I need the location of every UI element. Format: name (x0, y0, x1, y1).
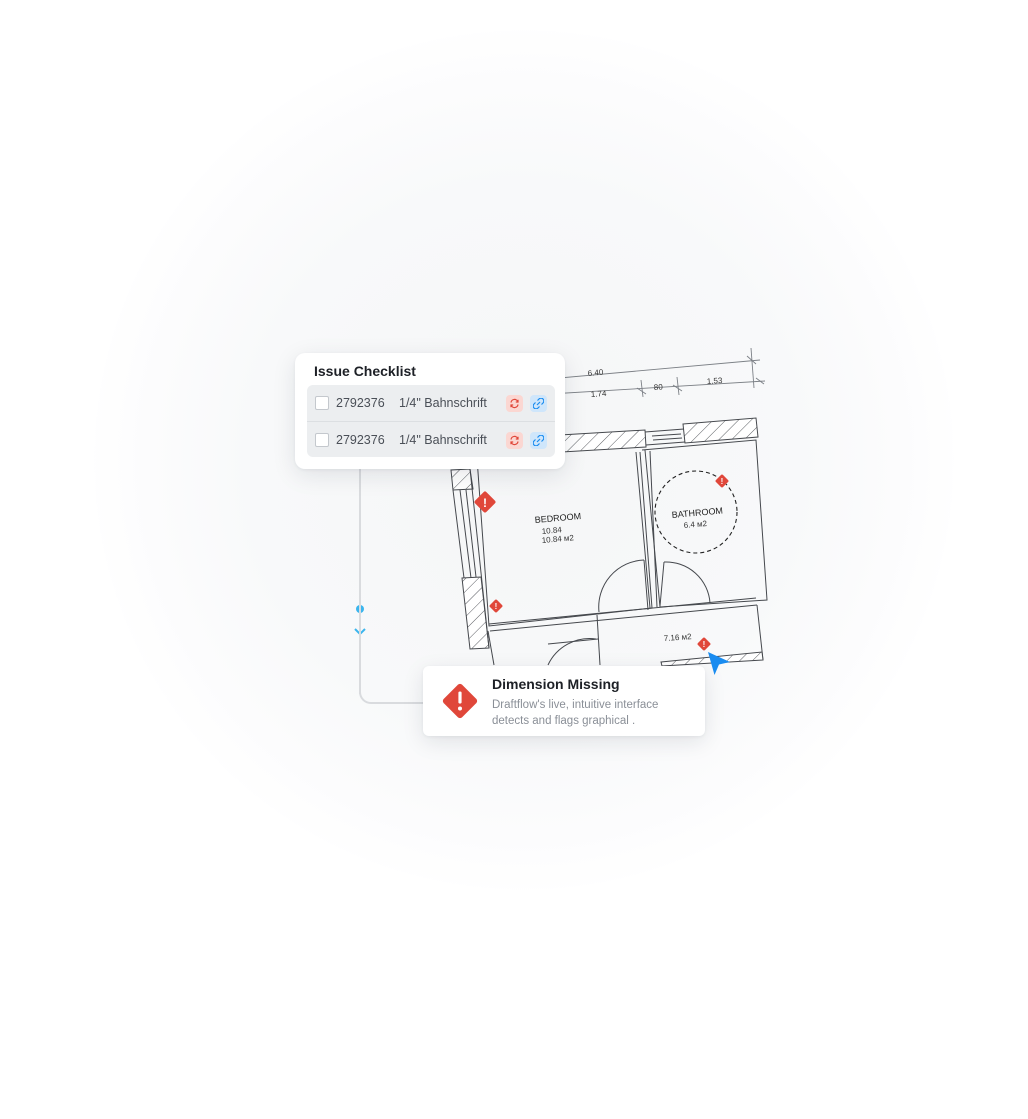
cursor-arrow-icon (708, 652, 730, 675)
hall-area: 7.16 м2 (664, 632, 693, 643)
unlink-button[interactable] (530, 395, 547, 412)
refresh-icon (510, 398, 519, 409)
bathroom-highlight-circle (654, 470, 738, 554)
warning-icon (442, 683, 478, 719)
bedroom-line2: 10.84 м2 (541, 533, 574, 545)
dim-right-label: 1.53 (707, 376, 724, 386)
dim-left-label: 1.74 (591, 389, 608, 399)
issue-checklist-panel: Issue Checklist 2792376 1/4" Bahnschrift (295, 353, 565, 469)
connector-corner (359, 684, 429, 704)
list-item[interactable]: 2792376 1/4" Bahnschrift (307, 385, 555, 421)
row-checkbox[interactable] (315, 396, 329, 410)
connector-line (359, 466, 361, 694)
svg-text:!: ! (721, 477, 724, 486)
bathroom-name: BATHROOM (671, 506, 723, 520)
bathroom-area: 6.4 м2 (683, 519, 708, 530)
svg-text:!: ! (703, 640, 706, 649)
toast-description: Draftflow's live, intuitive interface de… (492, 699, 659, 727)
warning-marker-hall-icon[interactable]: ! (697, 637, 711, 651)
list-item[interactable]: 2792376 1/4" Bahnschrift (307, 421, 555, 457)
toast-title: Dimension Missing (492, 676, 620, 692)
dim-total-label: 6.40 (587, 368, 604, 378)
unlink-icon (533, 398, 544, 409)
unlink-button[interactable] (530, 432, 547, 449)
warning-marker-large-icon[interactable]: ! (474, 491, 497, 514)
unlink-icon (533, 435, 544, 446)
bedroom-name: BEDROOM (534, 511, 581, 525)
dim-middle-label: 80 (654, 382, 664, 392)
svg-text:!: ! (495, 602, 498, 611)
checklist-list: 2792376 1/4" Bahnschrift 27923 (307, 385, 555, 457)
warning-marker-icon[interactable]: ! (489, 599, 503, 613)
checklist-title: Issue Checklist (314, 363, 416, 379)
refresh-icon (510, 435, 519, 446)
row-id: 2792376 (336, 433, 385, 447)
row-checkbox[interactable] (315, 433, 329, 447)
row-font: 1/4" Bahnschrift (399, 433, 487, 447)
refresh-button[interactable] (506, 432, 523, 449)
row-font: 1/4" Bahnschrift (399, 396, 487, 410)
row-id: 2792376 (336, 396, 385, 410)
refresh-button[interactable] (506, 395, 523, 412)
svg-text:!: ! (483, 496, 487, 510)
bedroom-line1: 10.84 (541, 525, 562, 536)
dimension-missing-toast[interactable]: Dimension Missing Draftflow's live, intu… (423, 666, 705, 736)
warning-marker-bathroom-icon[interactable]: ! (715, 474, 729, 488)
